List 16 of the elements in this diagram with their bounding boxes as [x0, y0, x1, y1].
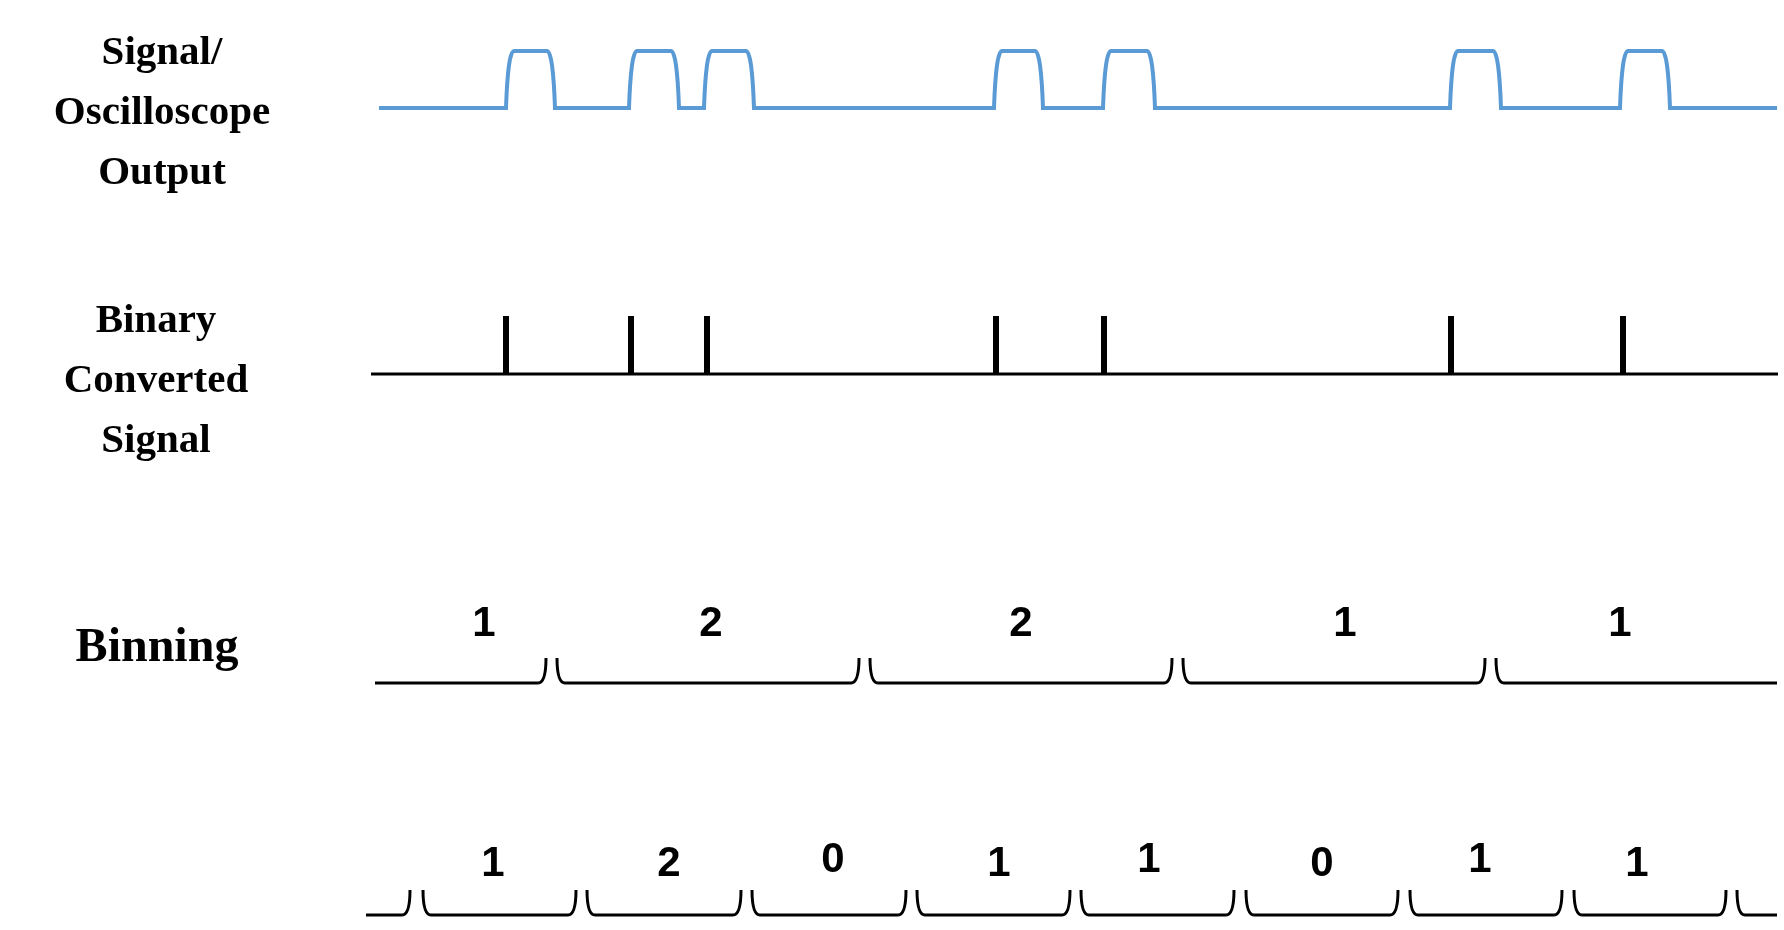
- bin-count: 1: [987, 838, 1011, 886]
- bin-count: 1: [481, 838, 505, 886]
- row-label: Binning: [74, 617, 240, 673]
- bin-count: 2: [1009, 598, 1033, 646]
- bin-count: 0: [1310, 838, 1334, 886]
- bin-count: 0: [821, 834, 845, 882]
- bin-count: 1: [472, 598, 496, 646]
- row-label: Binary Converted Signal: [62, 294, 250, 463]
- row-label: Signal/ Oscilloscope Output: [52, 26, 272, 195]
- bin-count: 2: [657, 838, 681, 886]
- bin-count: 1: [1608, 598, 1632, 646]
- bin-count: 1: [1333, 598, 1357, 646]
- bin-count: 1: [1468, 834, 1492, 882]
- bin-count: 2: [699, 598, 723, 646]
- bin-count: 1: [1625, 838, 1649, 886]
- bin-count: 1: [1137, 834, 1161, 882]
